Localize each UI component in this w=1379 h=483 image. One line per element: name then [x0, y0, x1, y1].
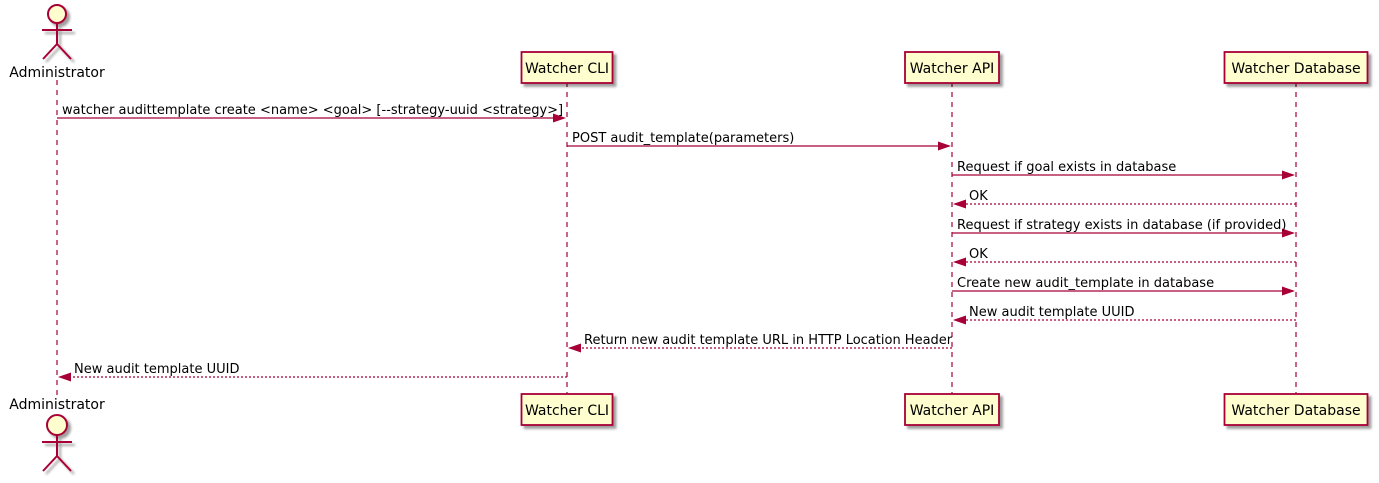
participant-box-watcher-database-bottom: [1223, 393, 1369, 426]
participant-label-watcher-database-bottom: Watcher Database: [1231, 403, 1360, 419]
participant-label-watcher-cli-bottom: Watcher CLI: [525, 403, 609, 419]
actor-label-administrator-bottom: Administrator: [9, 397, 105, 413]
message-label-9: New audit template UUID: [74, 362, 239, 377]
message-arrowhead-icon-5: [953, 257, 966, 267]
message-label-4: Request if strategy exists in database (…: [957, 218, 1286, 233]
message-arrowhead-icon-3: [953, 199, 966, 209]
message-arrowhead-icon-0: [553, 113, 566, 123]
participant-box-watcher-api-top: [904, 51, 1000, 84]
message-label-6: Create new audit_template in database: [957, 276, 1214, 291]
message-arrowhead-icon-6: [1282, 286, 1295, 296]
message-arrowhead-icon-4: [1282, 228, 1295, 238]
actor-label-administrator-top: Administrator: [9, 65, 105, 81]
actor-circle-bottom: [46, 414, 68, 436]
message-label-3: OK: [969, 189, 988, 204]
actor-line-bottom: [42, 455, 58, 472]
actor-circle-top: [47, 4, 67, 24]
message-arrowhead-icon-1: [938, 141, 951, 151]
message-label-5: OK: [969, 247, 988, 262]
message-arrowhead-icon-9: [58, 372, 71, 382]
message-label-1: POST audit_template(parameters): [572, 131, 794, 146]
message-label-0: watcher audittemplate create <name> <goa…: [62, 103, 563, 118]
administrator-actor-icon-bottom: [42, 414, 72, 472]
administrator-actor-icon-top: [42, 4, 72, 60]
message-label-2: Request if goal exists in database: [957, 160, 1176, 175]
message-arrowhead-icon-2: [1282, 170, 1295, 180]
participant-label-watcher-database-top: Watcher Database: [1231, 61, 1360, 77]
participant-box-watcher-cli-bottom: [520, 393, 614, 426]
actor-line-top: [42, 43, 58, 60]
participant-label-watcher-api-bottom: Watcher API: [910, 403, 995, 419]
actor-line-top: [56, 43, 72, 60]
participant-box-watcher-database-top: [1223, 51, 1369, 84]
message-label-7: New audit template UUID: [969, 305, 1134, 320]
participant-box-watcher-cli-top: [520, 51, 614, 84]
participant-label-watcher-api-top: Watcher API: [910, 61, 995, 77]
participant-box-watcher-api-bottom: [904, 393, 1000, 426]
message-label-8: Return new audit template URL in HTTP Lo…: [584, 333, 953, 348]
participant-label-watcher-cli-top: Watcher CLI: [525, 61, 609, 77]
message-arrowhead-icon-7: [953, 315, 966, 325]
actor-line-bottom: [56, 455, 72, 472]
message-arrowhead-icon-8: [568, 343, 581, 353]
